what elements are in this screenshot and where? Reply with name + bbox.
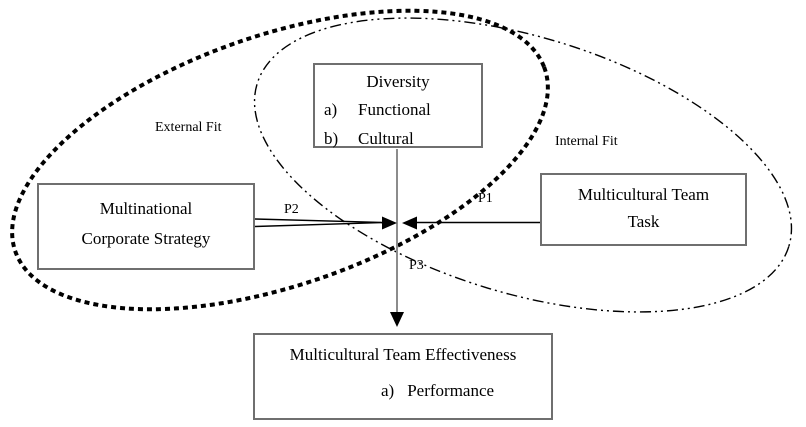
proposition-p3-label: P3 — [409, 258, 424, 273]
arrowhead-down-icon — [390, 312, 404, 327]
arrowhead-left-icon — [402, 216, 417, 230]
diversity-item-functional: a) Functional — [315, 95, 481, 124]
external-fit-label: External Fit — [155, 120, 222, 135]
effectiveness-title: Multicultural Team Effectiveness — [289, 345, 517, 364]
node-multicultural-team-task: Multicultural Team Task — [540, 173, 747, 246]
proposition-p2-label: P2 — [284, 202, 299, 217]
connector-p2-line-lower — [254, 221, 384, 228]
list-marker: a) — [381, 381, 395, 400]
diversity-title: Diversity — [366, 72, 430, 91]
diversity-item-cultural: b) Cultural — [315, 124, 481, 153]
list-marker: b) — [324, 129, 339, 148]
list-marker: a) — [324, 100, 338, 119]
internal-fit-ellipse — [253, 17, 793, 313]
node-multicultural-team-effectiveness: Multicultural Team Effectiveness a) Perf… — [253, 333, 553, 420]
connector-p2-line-upper — [254, 218, 384, 224]
task-line2: Task — [627, 212, 660, 231]
node-multinational-corporate-strategy: Multinational Corporate Strategy — [37, 183, 255, 270]
proposition-p1-label: P1 — [478, 191, 493, 206]
task-line1: Multicultural Team — [577, 185, 710, 204]
effectiveness-item-performance: a) Performance — [255, 380, 551, 402]
list-item-text: Functional — [358, 100, 431, 119]
list-item-text: Cultural — [358, 129, 414, 148]
internal-fit-label: Internal Fit — [555, 134, 618, 149]
list-item-text: Performance — [407, 381, 495, 400]
strategy-line1: Multinational — [99, 199, 193, 218]
arrowhead-right-icon — [382, 216, 397, 230]
strategy-line2: Corporate Strategy — [81, 229, 211, 248]
external-fit-ellipse — [10, 8, 550, 312]
node-diversity: Diversity a) Functional b) Cultural — [313, 63, 483, 148]
